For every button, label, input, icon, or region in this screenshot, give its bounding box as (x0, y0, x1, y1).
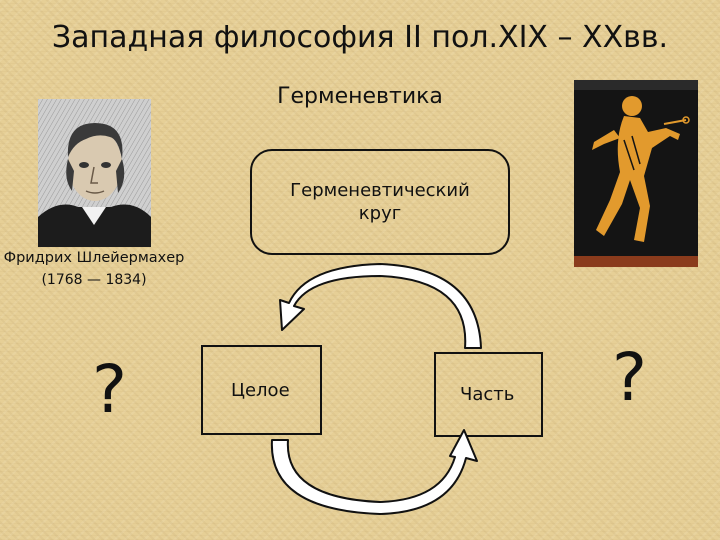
top-curved-arrow (279, 263, 482, 349)
whole-label: Целое (231, 379, 290, 401)
person-years: (1768 — 1834) (41, 272, 147, 288)
hermes-vase-image (574, 80, 698, 267)
question-mark-right: ? (612, 339, 648, 416)
slide-subtitle: Герменевтика (277, 84, 443, 109)
whole-box: Целое (201, 345, 322, 435)
hermeneutic-circle-label: Герменевтический круг (290, 179, 470, 224)
schleiermacher-portrait (38, 99, 151, 247)
bottom-curved-arrow (270, 429, 478, 515)
hermeneutic-circle-box: Герменевтический круг (250, 149, 510, 255)
part-label: Часть (460, 384, 515, 405)
part-box: Часть (434, 352, 543, 437)
person-name: Фридрих Шлейермахер (3, 250, 185, 266)
question-mark-left: ? (92, 351, 128, 428)
slide-title: Западная философия II пол.XIX – XXвв. (51, 20, 669, 55)
